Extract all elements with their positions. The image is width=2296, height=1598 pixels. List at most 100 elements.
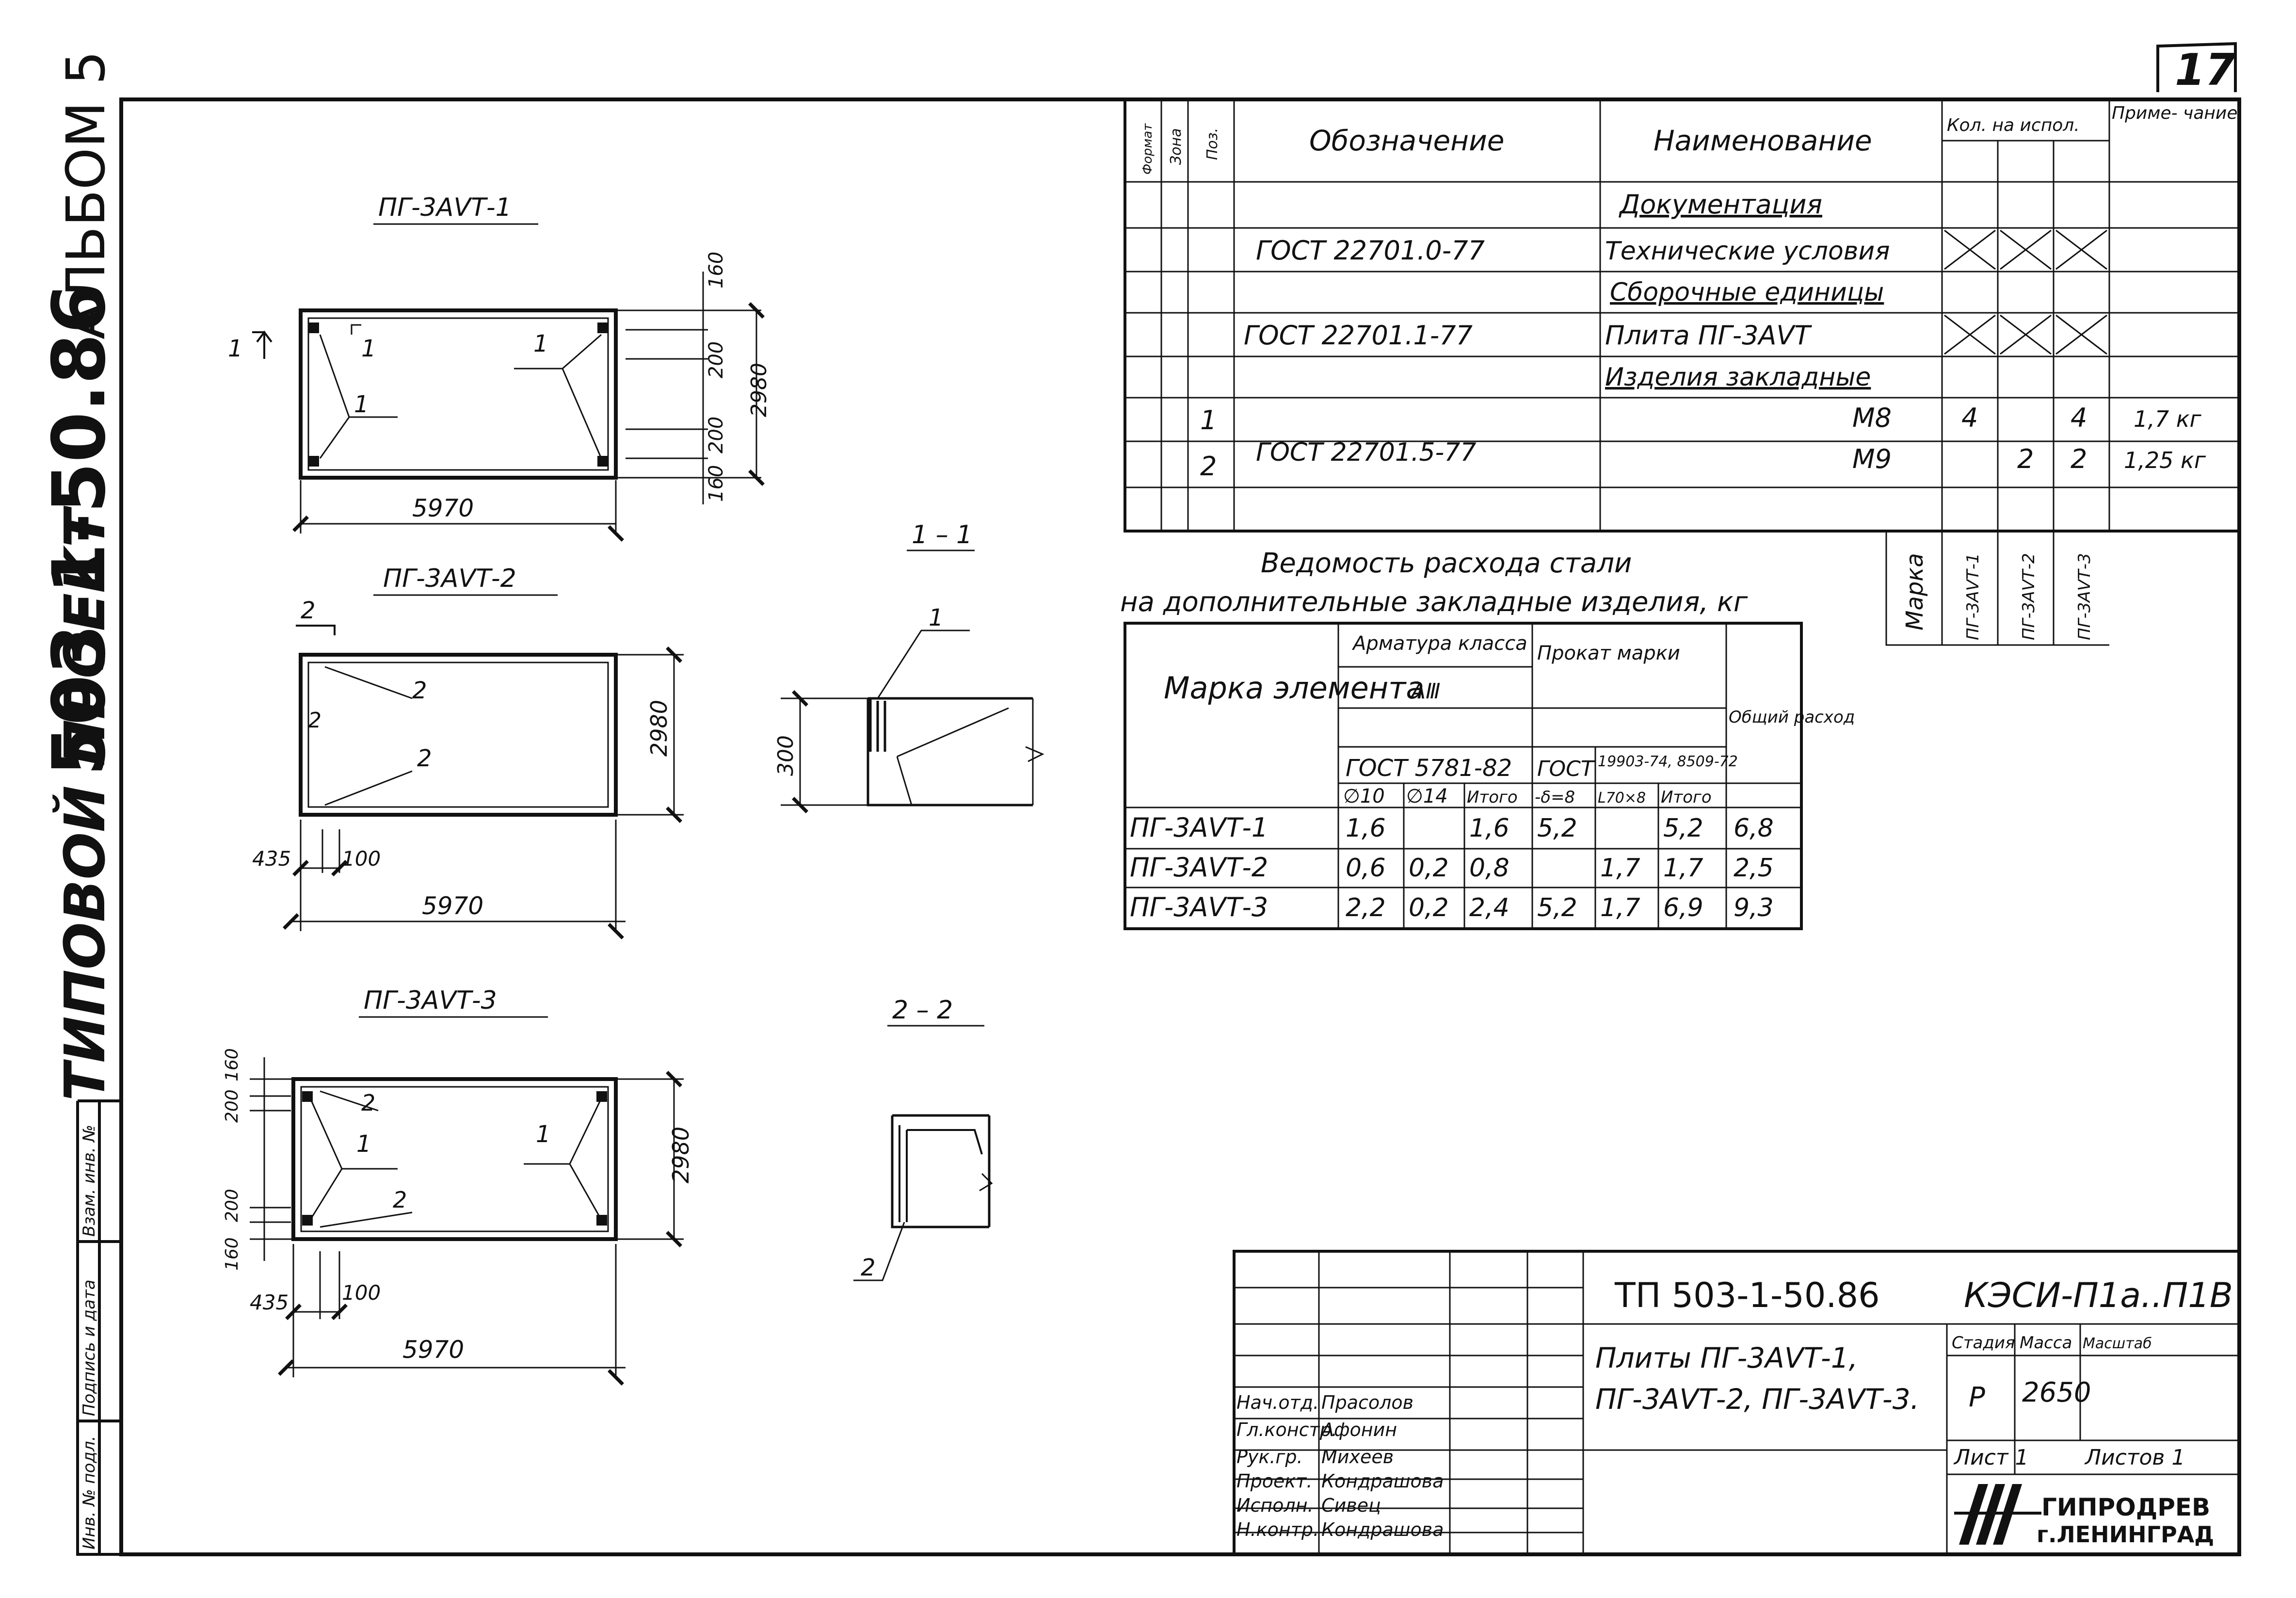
steel-head-prokat: Прокат марки — [1537, 642, 1680, 664]
plate-1-marker-top: 1 — [361, 335, 376, 362]
steel-sub-angle: L70×8 — [1598, 790, 1646, 807]
plate-2-view: ПГ-3АⅤТ-2 2 2 2 2 435 100 5970 2980 — [252, 564, 684, 931]
steel-cell: 1,6 — [1346, 814, 1386, 843]
steel-head-gost-prokat-b: 19903-74, 8509-72 — [1598, 753, 1738, 770]
steel-head-armature: Арматура класса — [1351, 632, 1527, 655]
role-label: Н.контр. — [1236, 1519, 1319, 1540]
title-block: ТП 503-1-50.86 КЭСИ-П1а..П1В Плиты ПГ-3А… — [1233, 1250, 2241, 1556]
plate-3-dim-160-top: 160 — [222, 1048, 242, 1081]
section-2-marker: 2 — [861, 1254, 876, 1281]
page-number-box: 17 — [2156, 42, 2237, 96]
plate-1-marker-right: 1 — [533, 330, 548, 357]
plate-3-length: 5970 — [402, 1336, 464, 1364]
plate-2-marker-a: 2 — [412, 677, 427, 704]
spec-row-4-name: Плита ПГ-3АⅤТ — [1605, 320, 1812, 351]
section-1-height: 300 — [773, 735, 798, 776]
spec-row-5-name: Изделия закладные — [1605, 363, 1871, 392]
steel-head-gost-arm: ГОСТ 5781-82 — [1346, 755, 1512, 782]
spec-row-7-pos: 2 — [1200, 451, 1217, 482]
spec-row-7-q2: 2 — [2017, 444, 2034, 474]
plate-1-marker-left: 1 — [354, 391, 369, 418]
mass-value: 2650 — [2022, 1377, 2091, 1408]
plate-3-marker-top: 2 — [361, 1090, 375, 1116]
steel-cell: 5,2 — [1537, 893, 1577, 922]
section-2-2: 2 – 2 2 — [853, 996, 993, 1281]
margin-label-replace: Взам. инв. № — [80, 1125, 99, 1237]
plate-3-dim-200-bottom: 200 — [222, 1189, 242, 1222]
plate-1-view: ПГ-3АⅤТ-1 1 1 1 1 5970 160 200 200 160 2… — [228, 193, 771, 533]
plate-3-view: ПГ-3АⅤТ-3 2 1 1 2 160 200 200 160 435 10… — [222, 986, 694, 1377]
steel-caption-2: на дополнительные закладные изделия, кг — [1120, 586, 1748, 618]
plate-3-marker-bottom: 2 — [393, 1187, 407, 1213]
plate-2-dim-100: 100 — [342, 847, 381, 871]
spec-row-2-designation: ГОСТ 22701.0-77 — [1256, 235, 1485, 266]
spec-row-7-name: М9 — [1852, 444, 1892, 474]
spec-head-note: Приме- чание — [2112, 103, 2237, 123]
plate-1-length: 5970 — [412, 494, 474, 522]
title-line-1: Плиты ПГ-3АⅤТ-1, — [1595, 1341, 1858, 1374]
steel-row-name: ПГ-3АⅤТ-2 — [1130, 852, 1268, 883]
steel-cell: 5,2 — [1663, 814, 1703, 843]
roles-list: Нач.отд.ПрасоловГл.констр.АфонинРук.гр.М… — [1236, 1392, 1444, 1540]
scale-label: Масштаб — [2083, 1335, 2152, 1352]
steel-cell: 1,6 — [1469, 814, 1509, 843]
spec-row-6-q1: 4 — [1961, 403, 1978, 433]
steel-head-total: Общий расход — [1729, 708, 1855, 727]
steel-head-gost-prokat-a: ГОСТ — [1537, 757, 1595, 781]
role-label: Нач.отд. — [1236, 1392, 1319, 1413]
steel-cell: 0,6 — [1346, 854, 1386, 883]
spec-head-qty: Кол. на испол. — [1947, 115, 2080, 135]
role-name: Михеев — [1321, 1446, 1394, 1468]
role-name: Кондрашова — [1321, 1519, 1444, 1540]
spec-row-6-pos: 1 — [1200, 405, 1217, 436]
plate-3-dim-200-top: 200 — [222, 1089, 242, 1123]
steel-cell: 5,2 — [1537, 814, 1577, 843]
role-name: Прасолов — [1321, 1392, 1413, 1413]
spec-head-zone: Зона — [1168, 128, 1185, 165]
plate-3-dim-160-bottom: 160 — [222, 1237, 242, 1271]
steel-row-name: ПГ-3АⅤТ-1 — [1130, 812, 1268, 843]
marka-col-2: ПГ-3АⅤТ-2 — [2019, 553, 2039, 640]
steel-sub-total-arm: Итого — [1467, 788, 1518, 807]
spec-row-3-name: Сборочные единицы — [1610, 278, 1884, 307]
steel-cell: 9,3 — [1734, 893, 1774, 922]
margin-label-inv: Инв. № подл. — [80, 1436, 99, 1550]
spec-head-pos: Поз. — [1204, 128, 1221, 160]
plate-2-marker-c: 2 — [308, 708, 321, 733]
steel-head-class: АⅢ — [1410, 679, 1440, 704]
spec-row-2-name: Технические условия — [1605, 237, 1890, 266]
steel-row-name: ПГ-3АⅤТ-3 — [1130, 892, 1268, 922]
org-logo — [1954, 1484, 2041, 1545]
org-name: ГИПРОДРЕВ — [2041, 1493, 2210, 1521]
steel-sub-d14: ∅14 — [1406, 785, 1448, 807]
plate-1-dim-160-bottom: 160 — [705, 465, 727, 502]
steel-sub-d10: ∅10 — [1343, 785, 1385, 807]
steel-sub-plate: -δ=8 — [1535, 788, 1575, 807]
spec-row-6-name: М8 — [1852, 403, 1892, 433]
plate-3-title: ПГ-3АⅤТ-3 — [364, 986, 497, 1015]
spec-head-name: Наименование — [1654, 124, 1872, 157]
plate-2-dim-435: 435 — [252, 847, 291, 871]
steel-cell: 2,4 — [1469, 893, 1509, 922]
plate-2-outline — [299, 653, 618, 817]
steel-head-element: Марка элемента — [1164, 670, 1424, 706]
steel-cell: 2,5 — [1734, 854, 1774, 883]
page-number: 17 — [2175, 45, 2236, 96]
plate-1-dim-160-top: 160 — [705, 252, 727, 289]
role-name: Афонин — [1320, 1419, 1397, 1440]
title-line-2: ПГ-3АⅤТ-2, ПГ-3АⅤТ-3. — [1595, 1383, 1919, 1416]
plate-2-length: 5970 — [422, 892, 483, 920]
left-margin-stamp: Инв. № подл. Подпись и дата Взам. инв. № — [76, 1099, 121, 1556]
steel-cell: 6,8 — [1734, 814, 1774, 843]
plate-3-marker-left: 1 — [356, 1130, 371, 1158]
steel-cell: 1,7 — [1663, 854, 1703, 883]
steel-cell: 6,9 — [1663, 893, 1703, 922]
section-1-marker: 1 — [929, 604, 944, 631]
spec-head-designation: Обозначение — [1309, 124, 1504, 157]
role-label: Рук.гр. — [1236, 1446, 1303, 1468]
plate-3-dim-435: 435 — [250, 1291, 289, 1314]
org-city: г.ЛЕНИНГРАД — [2037, 1521, 2214, 1548]
section-1-title: 1 – 1 — [912, 520, 972, 549]
